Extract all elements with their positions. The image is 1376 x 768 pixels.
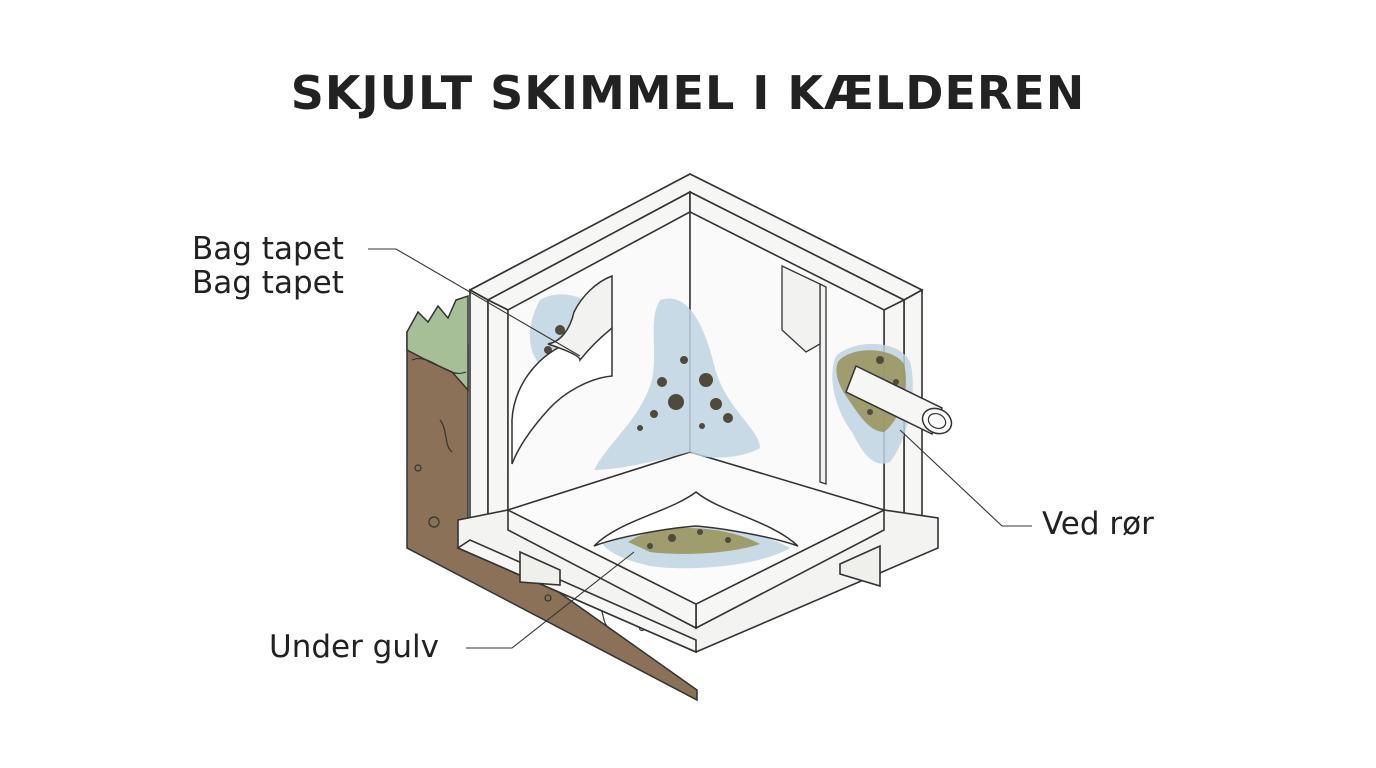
soil-icon <box>406 294 698 702</box>
leader-lines <box>368 248 1032 649</box>
basement-structure <box>456 173 939 654</box>
peeling-wallpaper-icon <box>511 274 613 465</box>
label-at-pipe: Ved rør <box>1042 506 1154 542</box>
floor-peel <box>593 491 799 547</box>
page-title: SKJULT SKIMMEL I KÆLDEREN <box>290 66 1086 120</box>
label-behind-wallpaper-line1: Bag tapet <box>192 231 344 267</box>
label-behind-wallpaper-line2: Bag tapet <box>192 265 344 301</box>
label-under-floor: Under gulv <box>269 629 439 665</box>
pipe-icon <box>845 364 953 436</box>
